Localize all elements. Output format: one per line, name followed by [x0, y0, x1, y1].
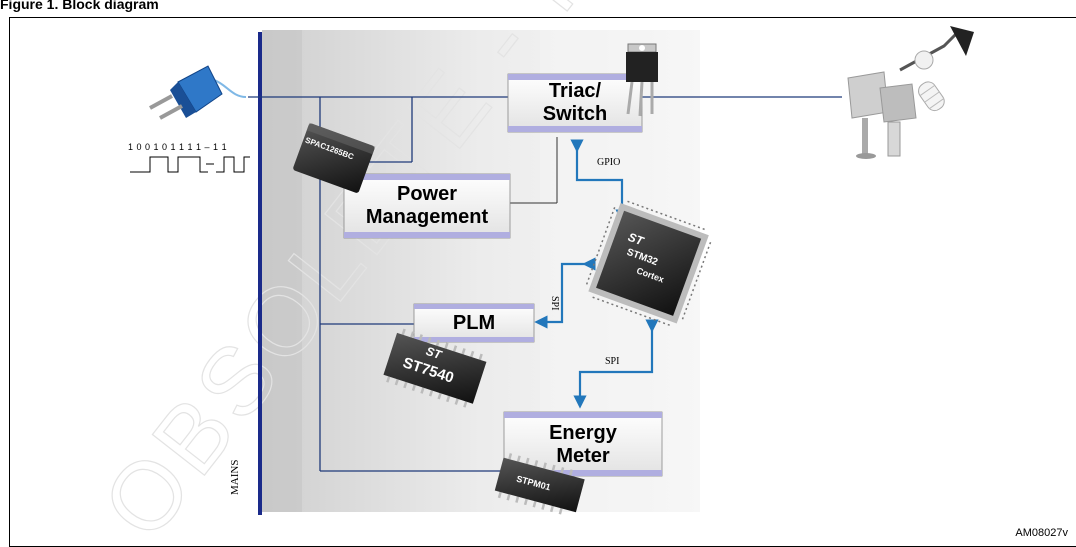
- stpm01-chip: [494, 453, 585, 515]
- plm-label: PLM: [452, 312, 496, 334]
- spi-plm-arrow: [534, 257, 596, 329]
- bitstream-waveform: [130, 156, 250, 173]
- plm-block: [413, 303, 535, 343]
- mains-label: MAINS: [229, 459, 241, 495]
- figure-caption: Figure 1. Block diagram: [0, 0, 159, 12]
- power-management-label: Power Management: [365, 183, 489, 228]
- power-module-chip: [293, 122, 376, 193]
- stm32-mcu-chip: [585, 200, 712, 326]
- st7540-chip: [383, 328, 487, 408]
- spi-meter-label: SPI: [605, 356, 620, 367]
- plug-icon: [149, 65, 247, 120]
- triac-transistor-icon: [626, 43, 658, 117]
- spi-plm-label: SPI: [549, 296, 560, 311]
- energy-meter-label: Energy Meter: [549, 422, 617, 467]
- bitstream-label: 1 0 0 1 0 1 1 1 1 – 1 1: [128, 142, 228, 152]
- power-management-block: [343, 173, 511, 239]
- figure-reference-code: AM08027v: [1015, 527, 1068, 539]
- triac-switch-label: Triac/ Switch: [542, 80, 608, 125]
- spi-meter-arrow: [573, 319, 659, 409]
- gpio-arrow: [570, 139, 629, 223]
- triac-block: [507, 73, 643, 133]
- gpio-label: GPIO: [597, 157, 621, 168]
- lamps-icon: [847, 26, 974, 159]
